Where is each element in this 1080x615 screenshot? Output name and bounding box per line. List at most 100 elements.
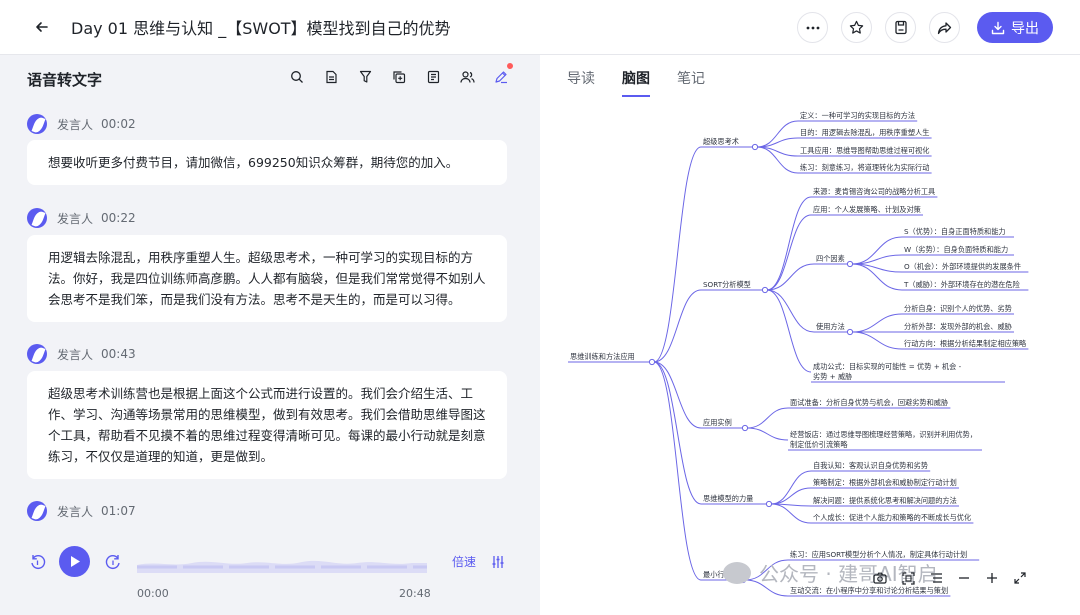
mindmap-leaf-node[interactable]: 分析自身：识别个人的优势、劣势: [904, 304, 1012, 313]
avatar: [27, 208, 47, 228]
summary-button[interactable]: [424, 68, 442, 86]
document-icon: [325, 70, 337, 84]
notification-dot: [507, 63, 513, 69]
mindmap-leaf-node[interactable]: 经营饭店：通过思维导图梳理经营策略，识别并利用优势，制定低价引流策略: [790, 430, 977, 449]
segment-time[interactable]: 00:43: [101, 347, 136, 361]
transcript-heading: 语音转文字: [27, 71, 103, 89]
save-button[interactable]: [885, 12, 916, 43]
fullscreen-icon: [1014, 572, 1026, 584]
mindmap-connector: [653, 361, 702, 505]
tab-notes[interactable]: 笔记: [677, 71, 705, 87]
mindmap-leaf-node[interactable]: 个人成长：促进个人能力和策略的不断成长与优化: [813, 513, 971, 522]
mindmap-branch-node[interactable]: SORT分析模型: [703, 280, 751, 289]
mindmap-leaf-node[interactable]: 定义：一种可学习的实现目标的方法: [800, 111, 915, 120]
share-button[interactable]: [929, 12, 960, 43]
speaker-name: 发言人: [57, 117, 94, 132]
summary-icon: [427, 70, 439, 84]
mindmap-connector: [653, 361, 702, 581]
mindmap-branch-node[interactable]: 思维模型的力量: [703, 494, 753, 503]
mindmap-leaf-node[interactable]: O（机会）：外部环境提供的发展条件: [904, 262, 1021, 271]
mindmap-leaf-node[interactable]: 解决问题：提供系统化思考和解决问题的方法: [813, 496, 957, 505]
document-button[interactable]: [322, 68, 340, 86]
mindmap-leaf-node[interactable]: 策略制定：根据外部机会和威胁制定行动计划: [813, 478, 957, 487]
tab-mindmap[interactable]: 脑图: [622, 68, 650, 97]
mindmap-leaf-node[interactable]: 来源：麦肯锡咨询公司的战略分析工具: [813, 187, 935, 196]
mindmap-leaf-node[interactable]: 工具应用：思维导图帮助思维过程可视化: [800, 146, 929, 155]
forward-button[interactable]: [103, 552, 123, 572]
mindmap-branch-node[interactable]: 超级思考术: [703, 137, 739, 146]
segment-time[interactable]: 01:07: [101, 504, 136, 518]
mindmap-leaf-node[interactable]: 目的：用逻辑去除混乱，用秩序重塑人生: [800, 128, 929, 137]
mindmap-leaf-node[interactable]: 面试准备：分析自身优势与机会，回避劣势和威胁: [790, 398, 948, 407]
mindmap-leaf-node[interactable]: 自我认知：客观认识自身优势和劣势: [813, 461, 928, 470]
mindmap-connector: [766, 289, 815, 333]
mindmap-leaf-node[interactable]: 行动方向：根据分析结果制定相应策略: [904, 339, 1027, 348]
mindmap-leaf-node[interactable]: 练习：应用SORT模型分析个人情况，制定具体行动计划: [790, 550, 967, 559]
fit-view-button[interactable]: [900, 570, 916, 586]
mindmap-branch-node[interactable]: 应用实例: [703, 418, 732, 427]
outline-button[interactable]: [928, 570, 944, 586]
mindmap-leaf-node[interactable]: W（劣势）：自身负面特质和能力: [904, 245, 1008, 254]
transcript-segment[interactable]: 想要收听更多付费节目，请加微信，699250知识众筹群，期待您的加入。: [27, 140, 507, 185]
segment-header: 发言人 00:43: [27, 344, 136, 364]
mindmap-root-node[interactable]: 思维训练和方法应用: [570, 352, 635, 361]
mindmap-leaf-node[interactable]: 练习：刻意练习，将道理转化为实际行动: [800, 163, 929, 172]
mindmap-leaf-node[interactable]: 成功公式：目标实现的可能性 = 优势 + 机会 - 劣势 + 威胁: [813, 362, 964, 381]
speaker-name: 发言人: [57, 347, 94, 362]
segment-time[interactable]: 00:02: [101, 117, 136, 131]
search-button[interactable]: [288, 68, 306, 86]
fullscreen-button[interactable]: [1012, 570, 1028, 586]
mindmap-connector: [851, 313, 903, 333]
transcript-segment[interactable]: 用逻辑去除混乱，用秩序重塑人生。超级思考术，一种可学习的实现目标的方法。你好，我…: [27, 235, 507, 322]
avatar: [27, 344, 47, 364]
favorite-button[interactable]: [841, 12, 872, 43]
rewind-button[interactable]: [28, 552, 48, 572]
share-icon: [937, 21, 952, 34]
mindmap-leaf-node[interactable]: 应用：个人发展策略、计划及对策: [813, 205, 921, 214]
settings-sliders-icon: [492, 556, 504, 568]
speaker-name: 发言人: [57, 211, 94, 226]
mindmap-leaf-node[interactable]: T（威胁）：外部环境存在的潜在危险: [903, 280, 1021, 289]
segment-time[interactable]: 00:22: [101, 211, 136, 225]
total-time: 20:48: [399, 587, 431, 600]
camera-icon: [873, 572, 887, 584]
mindmap-subbranch-node[interactable]: 使用方法: [816, 322, 845, 331]
mindmap-connector: [770, 487, 812, 505]
waveform-progress[interactable]: [137, 551, 427, 573]
zoom-in-button[interactable]: [984, 570, 1000, 586]
tab-guide[interactable]: 导读: [567, 71, 595, 87]
screenshot-button[interactable]: [872, 570, 888, 586]
speakers-button[interactable]: [458, 68, 476, 86]
mindmap-connector: [744, 579, 789, 597]
edit-button[interactable]: [492, 63, 513, 86]
mindmap-leaf-node[interactable]: 互动交流：在小程序中分享和讨论分析结果与策划: [790, 586, 948, 595]
audio-player: 00:00 20:48 倍速: [0, 542, 540, 615]
fit-icon: [901, 571, 915, 585]
more-button[interactable]: [797, 12, 828, 43]
zoom-out-button[interactable]: [956, 570, 972, 586]
segment-header: 发言人 00:22: [27, 208, 136, 228]
transcript-segment[interactable]: 超级思考术训练营也是根据上面这个公式而进行设置的。我们会介绍生活、工作、学习、沟…: [27, 371, 507, 479]
top-bar: Day 01 思维与认知 _【SWOT】模型找到自己的优势 导出: [0, 0, 1080, 55]
segment-header: 发言人 01:07: [27, 501, 136, 521]
copy-button[interactable]: [390, 68, 408, 86]
back-button[interactable]: [27, 12, 57, 42]
mindmap-leaf-node[interactable]: S（优势）：自身正面特质和能力: [904, 227, 1006, 236]
mindmap-subbranch-node[interactable]: 四个因素: [816, 254, 845, 263]
speed-button[interactable]: 倍速: [452, 555, 477, 569]
filter-button[interactable]: [356, 68, 374, 86]
mindmap-branch-node[interactable]: 最小行动: [703, 570, 732, 579]
mindmap-canvas[interactable]: 思维训练和方法应用 超级思考术 定义：一种可学习的实现目标的方法目的：用逻辑去除混乱…: [540, 55, 1080, 615]
download-icon: [991, 21, 1005, 34]
page-title: Day 01 思维与认知 _【SWOT】模型找到自己的优势: [71, 19, 451, 38]
watermark-text: 公众号 · 建哥AI智启: [759, 562, 938, 586]
audio-settings-button[interactable]: [488, 552, 508, 572]
mindmap-connector: [851, 331, 903, 350]
mindmap-toolbar: [872, 570, 1028, 586]
mindmap-connector: [766, 214, 812, 291]
play-button[interactable]: [59, 546, 90, 577]
export-button[interactable]: 导出: [977, 12, 1053, 43]
mindmap-leaf-node[interactable]: 分析外部：发现外部的机会、威胁: [904, 322, 1012, 331]
people-icon: [459, 71, 475, 83]
current-time: 00:00: [137, 587, 169, 600]
